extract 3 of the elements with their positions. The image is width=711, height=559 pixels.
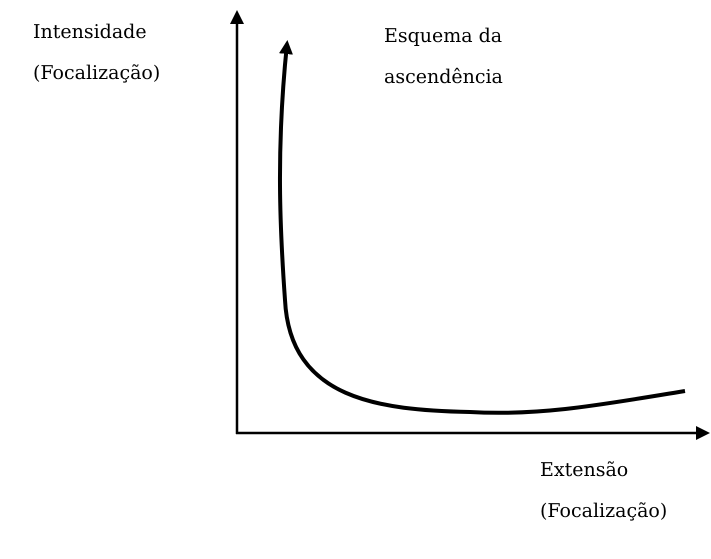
curve-label: Esquema da ascendência	[384, 24, 504, 90]
axis-label: Intensidade (Focalização)	[33, 20, 162, 86]
axis-label: Extensão (Focalização)	[540, 458, 668, 524]
